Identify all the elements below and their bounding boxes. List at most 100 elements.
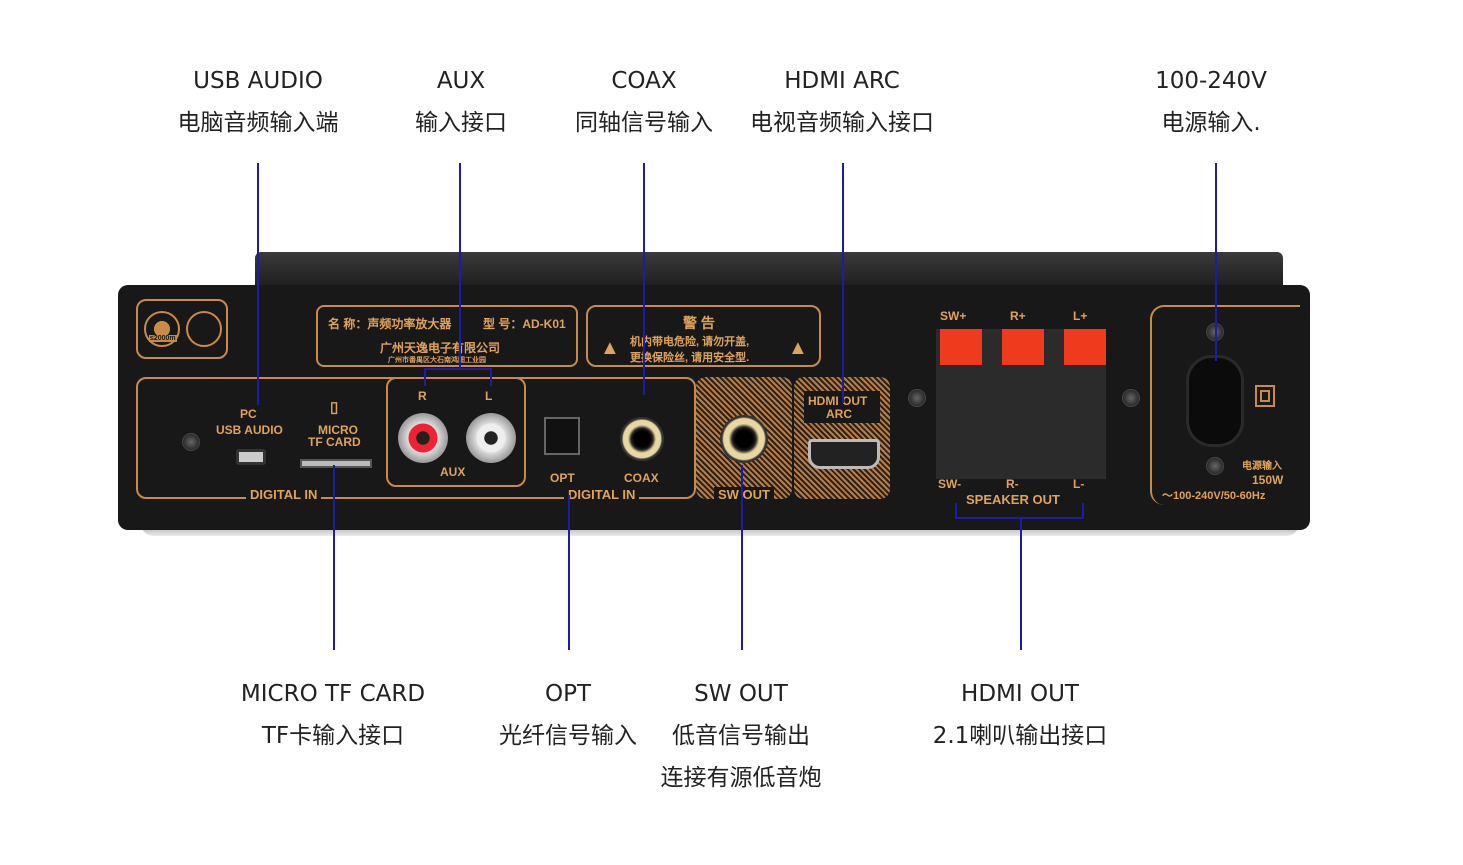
callout-line-tf <box>333 465 335 650</box>
callout-line-sw <box>741 465 743 650</box>
label-line: 2.1喇叭输出接口 <box>932 723 1108 749</box>
warning-text: 更换保险丝, 请用安全型. <box>630 352 750 364</box>
label-line: 低音信号输出 <box>672 723 810 749</box>
screw-icon <box>908 389 926 407</box>
callout-line-aux <box>459 163 461 368</box>
callout-line-aux-l <box>490 368 492 386</box>
tropical-icon <box>186 311 222 347</box>
nameplate: 名 称：声频功率放大器 型 号：AD-K01 广州天逸电子有限公司 广州市番禺区… <box>316 305 578 367</box>
screw-icon <box>1206 457 1224 475</box>
label-line: SW OUT <box>694 681 788 707</box>
callout-line-aux-r <box>424 368 426 386</box>
warning-triangle-icon: ▲ <box>600 337 620 359</box>
sw-out-panel-label: SW OUT <box>714 487 774 502</box>
tf-card-label: TF CARD <box>308 435 361 449</box>
l-minus-label: L- <box>1073 477 1085 491</box>
power-section <box>1150 305 1300 505</box>
label-speaker-out: HDMI OUT 2.1喇叭输出接口 <box>933 673 1108 757</box>
opt-panel-label: OPT <box>550 471 575 485</box>
warning-title: 警 告 <box>683 315 715 331</box>
power-in-label: 电源输入 <box>1242 461 1282 472</box>
label-line: COAX <box>611 68 677 94</box>
label-line: USB AUDIO <box>193 68 323 94</box>
arc-panel-label: ARC <box>826 407 852 421</box>
r-plus-label: R+ <box>1010 309 1026 323</box>
sw-plus-label: SW+ <box>940 309 967 323</box>
coax-panel-label: COAX <box>624 471 659 485</box>
optical-port[interactable] <box>544 417 580 455</box>
label-line: 电视音频输入接口 <box>750 110 934 136</box>
double-insulation-icon <box>1255 385 1275 407</box>
product-name: 名 称：声频功率放大器 <box>328 317 452 331</box>
mini-usb-port[interactable] <box>236 449 266 465</box>
callout-bracket-right <box>1082 503 1084 518</box>
coax-jack[interactable] <box>620 417 664 461</box>
aux-r-jack[interactable] <box>398 413 448 463</box>
label-line: MICRO TF CARD <box>240 681 426 707</box>
callout-line-coax <box>643 163 645 395</box>
usb-audio-label: USB AUDIO <box>216 423 283 437</box>
speaker-out-panel-label: SPEAKER OUT <box>966 492 1060 507</box>
digital-in-label: DIGITAL IN <box>246 487 322 502</box>
label-usb-audio: USB AUDIO 电脑音频输入端 <box>178 60 339 144</box>
label-coax: COAX 同轴信号输入 <box>575 60 713 144</box>
company: 广州天逸电子有限公司 <box>380 341 501 355</box>
micro-label: MICRO <box>318 423 358 437</box>
sw-out-jack[interactable] <box>720 415 768 463</box>
sd-card-icon: ▯ <box>330 399 339 416</box>
hdmi-port[interactable] <box>808 439 880 469</box>
label-line: 100-240V <box>1155 68 1267 94</box>
power-inlet[interactable] <box>1186 355 1244 447</box>
screw-icon <box>182 433 200 451</box>
sw-minus-label: SW- <box>938 477 962 491</box>
label-line: 光纤信号输入 <box>499 723 637 749</box>
terminal-l[interactable] <box>1064 329 1106 365</box>
terminal-sw[interactable] <box>940 329 982 365</box>
hdmi-out-panel-label: HDMI OUT <box>808 394 868 408</box>
label-line: 电脑音频输入端 <box>177 110 339 136</box>
altitude-label: ≤2000m <box>149 335 177 342</box>
terminal-r[interactable] <box>1002 329 1044 365</box>
voltage-label: ～100-240V/50-60Hz <box>1162 490 1266 502</box>
aux-l-jack[interactable] <box>466 413 516 463</box>
wattage-label: 150W <box>1252 473 1284 487</box>
warning-text: 机内带电危险, 请勿开盖, <box>630 336 750 348</box>
device-rear-panel: ≤2000m 名 称：声频功率放大器 型 号：AD-K01 广州天逸电子有限公司… <box>118 285 1310 530</box>
label-line: 同轴信号输入 <box>575 110 713 136</box>
callout-bracket-left <box>955 503 957 518</box>
label-line: HDMI ARC <box>784 68 900 94</box>
label-micro-tf: MICRO TF CARD TF卡输入接口 <box>241 673 425 757</box>
model-number: 型 号：AD-K01 <box>483 317 566 331</box>
label-power: 100-240V 电源输入. <box>1155 60 1267 144</box>
callout-line-usb <box>257 163 259 405</box>
pc-label: PC <box>240 407 257 421</box>
callout-line-opt <box>568 495 570 650</box>
screw-icon <box>1122 389 1140 407</box>
address: 广州市番禺区大石南鸿图工业园 <box>388 357 486 364</box>
aux-section <box>386 377 526 487</box>
label-line: 电源输入. <box>1161 110 1261 136</box>
cert-box: ≤2000m <box>136 299 228 359</box>
warning-plate: 警 告 机内带电危险, 请勿开盖, 更换保险丝, 请用安全型. ▲ ▲ <box>586 305 821 367</box>
r-label: R <box>418 389 427 403</box>
label-line: HDMI OUT <box>961 681 1079 707</box>
callout-bracket-speaker <box>955 517 1083 519</box>
speaker-terminal-block <box>936 329 1106 479</box>
callout-line-speaker <box>1020 517 1022 650</box>
digital-in-label-2: DIGITAL IN <box>564 487 640 502</box>
r-minus-label: R- <box>1006 477 1019 491</box>
altitude-icon: ≤2000m <box>144 311 180 347</box>
warning-triangle-icon: ▲ <box>788 337 808 359</box>
callout-bracket-aux <box>424 368 491 370</box>
l-label: L <box>485 389 493 403</box>
label-line: OPT <box>544 681 592 707</box>
label-line: TF卡输入接口 <box>261 723 405 749</box>
label-hdmi-arc: HDMI ARC 电视音频输入接口 <box>750 60 934 144</box>
tf-card-slot[interactable] <box>300 459 372 468</box>
label-line: AUX <box>436 68 486 94</box>
label-opt: OPT 光纤信号输入 <box>499 673 637 757</box>
callout-line-hdmi-arc <box>842 163 844 403</box>
callout-line-power <box>1215 163 1217 361</box>
